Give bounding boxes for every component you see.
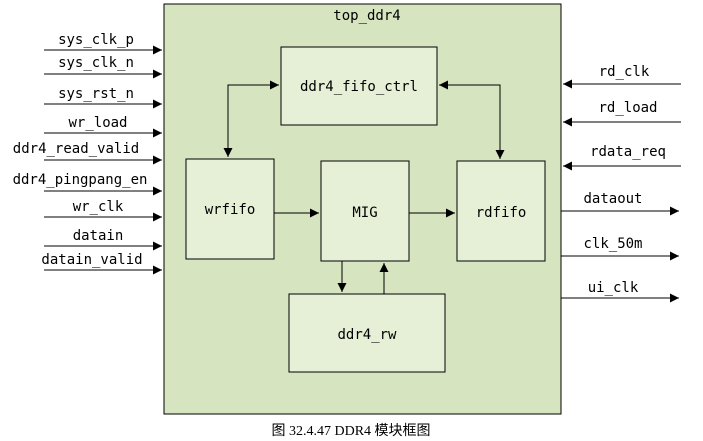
- input-label: rd_load: [598, 100, 657, 116]
- input-label: sys_rst_n: [58, 86, 134, 102]
- input-label: wr_clk: [73, 199, 124, 215]
- wrfifo-label: wrfifo: [205, 202, 256, 218]
- rdfifo-label: rdfifo: [476, 205, 527, 221]
- ddr4-rw-module: ddr4_rw: [288, 293, 446, 373]
- input-label: rd_clk: [599, 64, 650, 80]
- rdfifo-module: rdfifo: [456, 160, 546, 262]
- top-ddr4-label: top_ddr4: [333, 8, 400, 24]
- input-label: datain: [73, 228, 124, 244]
- wrfifo-module: wrfifo: [185, 158, 275, 260]
- ctrl-rdfifo-arrow: [439, 80, 505, 159]
- output-label: clk_50m: [583, 236, 642, 252]
- input-label: ddr4_pingpang_en: [13, 172, 148, 188]
- fifo-ctrl-label: ddr4_fifo_ctrl: [300, 79, 418, 95]
- ctrl-wrfifo-arrow: [223, 80, 279, 157]
- right-outputs: dataout clk_50m ui_clk: [561, 191, 679, 303]
- figure-caption: 图 32.4.47 DDR4 模块框图: [271, 423, 430, 439]
- input-label: sys_clk_n: [58, 55, 134, 71]
- mig-label: MIG: [352, 205, 377, 221]
- ddr4-rw-label: ddr4_rw: [337, 327, 397, 343]
- output-label: ui_clk: [588, 280, 639, 296]
- left-inputs: sys_clk_p sys_clk_n sys_rst_n wr_load dd…: [13, 32, 162, 275]
- input-label: datain_valid: [41, 252, 142, 268]
- output-label: dataout: [583, 191, 642, 207]
- input-label: ddr4_read_valid: [13, 141, 139, 157]
- input-label: wr_load: [68, 115, 127, 131]
- input-label: rdata_req: [590, 144, 666, 160]
- right-inputs: rd_clk rd_load rdata_req: [563, 64, 681, 171]
- input-label: sys_clk_p: [58, 32, 134, 48]
- fifo-ctrl-module: ddr4_fifo_ctrl: [280, 46, 438, 126]
- mig-module: MIG: [320, 160, 410, 262]
